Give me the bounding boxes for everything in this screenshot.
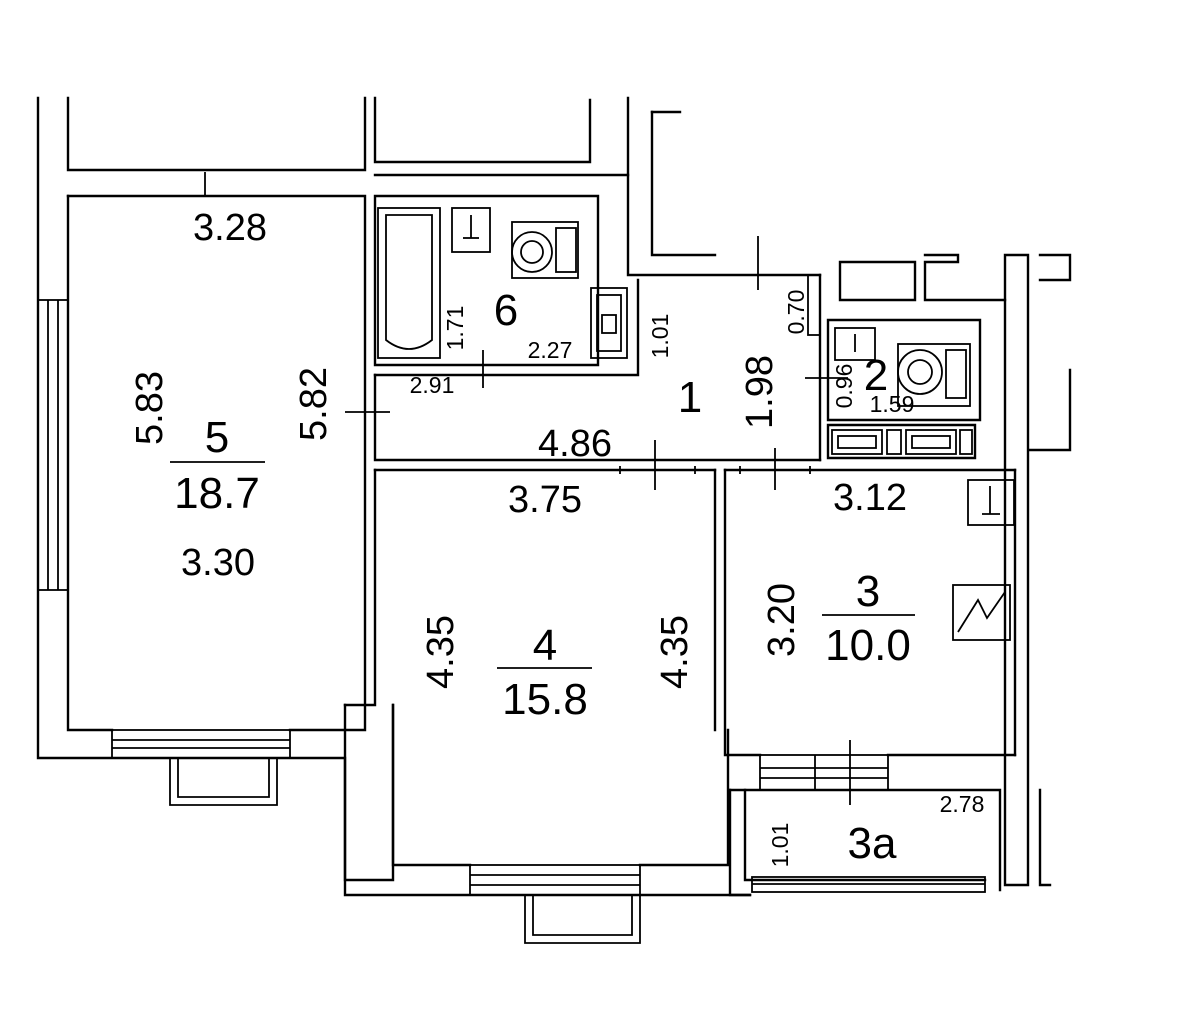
dimension-ticks	[204, 172, 851, 805]
room3a-width: 2.78	[940, 791, 985, 817]
window-balcony	[751, 876, 986, 893]
room5-number: 5	[205, 413, 229, 462]
room3-area: 10.0	[825, 621, 911, 670]
window-room3	[759, 754, 889, 791]
room4-number: 4	[533, 621, 557, 670]
room3a-depth: 1.01	[767, 823, 793, 868]
room3-width: 3.12	[833, 477, 907, 519]
toilet-icon	[511, 221, 579, 279]
room5-width-top: 3.28	[193, 207, 267, 249]
stove-icon	[952, 584, 1011, 641]
room1-dim-niche: 1.01	[647, 314, 673, 359]
room6-dim-horizontal: 2.27	[528, 337, 573, 363]
room1-number: 1	[678, 373, 702, 422]
room4-width: 3.75	[508, 479, 582, 521]
room5-width-bottom: 3.30	[181, 542, 255, 584]
room5-area: 18.7	[174, 469, 260, 518]
room2-number: 2	[864, 351, 888, 400]
room6-dim-vertical: 1.71	[442, 306, 468, 351]
room1-dim-corridor: 2.91	[410, 372, 455, 398]
fixtures	[377, 207, 1015, 641]
room1-length: 4.86	[538, 423, 612, 465]
room4-area: 15.8	[502, 675, 588, 724]
room2-dim-vertical: 0.96	[831, 364, 857, 409]
area-lines	[170, 461, 915, 669]
window-room5	[111, 729, 291, 806]
kitchen-counter-icon	[831, 429, 973, 455]
washer-icon	[590, 287, 628, 359]
window-room4	[469, 864, 641, 944]
room4-length-right: 4.35	[654, 615, 696, 689]
room1-dim-door: 0.70	[783, 290, 809, 335]
room6-number: 6	[494, 286, 518, 335]
bathtub-icon	[377, 207, 441, 359]
room3-number: 3	[856, 567, 880, 616]
walls	[36, 96, 1072, 897]
windows	[37, 299, 986, 944]
sink-icon	[451, 207, 491, 253]
room5-length-right: 5.82	[293, 367, 335, 441]
kitchen-sink-icon	[967, 479, 1015, 526]
room2-dim-horizontal: 1.59	[870, 391, 915, 417]
room4-length-left: 4.35	[420, 615, 462, 689]
window-left	[37, 299, 69, 591]
room3-length: 3.20	[761, 583, 803, 657]
room1-width: 1.98	[739, 355, 781, 429]
wc-partition	[807, 274, 821, 336]
toilet2-icon	[834, 327, 971, 407]
room5-length-left: 5.83	[129, 371, 171, 445]
room3a-number: 3a	[848, 819, 897, 868]
